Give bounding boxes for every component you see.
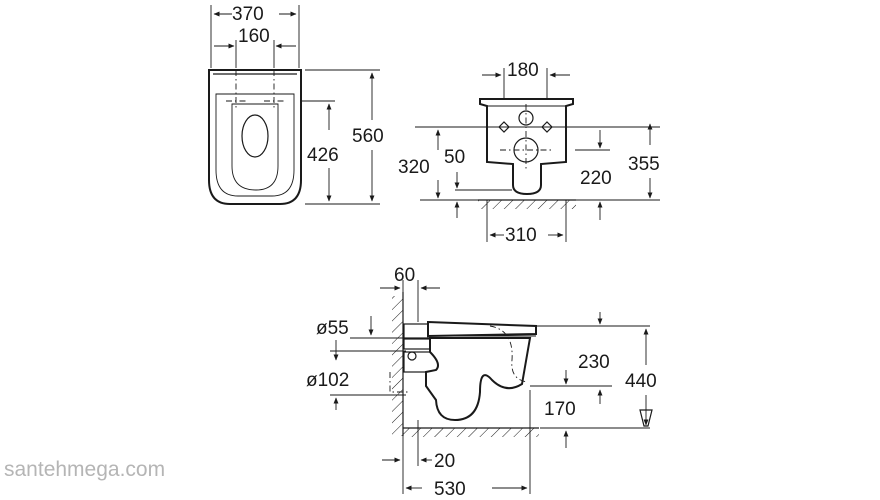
- bowl-side-outline: [425, 337, 532, 422]
- dim-wall-offset: 60: [380, 265, 440, 291]
- dim-base-width: 310: [489, 225, 564, 246]
- side-view: 60 ø55 ø102: [306, 265, 657, 500]
- dim-inlet-height: 230: [578, 312, 610, 373]
- bowl-top-outline: [208, 69, 302, 205]
- dim-width-fixing: 160: [214, 26, 296, 49]
- label-426: 426: [307, 145, 339, 166]
- label-440: 440: [625, 371, 657, 392]
- rear-view: 180 320 50: [398, 60, 660, 246]
- dim-fixing-spacing: 180: [482, 60, 570, 81]
- dim-length-fixing: 426: [307, 103, 339, 202]
- dim-fixing-height: 320: [398, 129, 441, 199]
- dim-width-overall: 370: [213, 4, 297, 25]
- label-180: 180: [507, 60, 539, 81]
- label-o55: ø55: [316, 318, 349, 339]
- bowl-rear-outline: [479, 98, 574, 196]
- dim-outlet-offset: 50: [444, 147, 465, 218]
- dim-overall-depth: 530: [405, 479, 528, 500]
- seat-lid: [427, 320, 537, 338]
- dim-overall-height: 355: [628, 123, 660, 199]
- label-560: 560: [352, 126, 384, 147]
- label-310: 310: [505, 225, 537, 246]
- dim-rim-height: 440: [625, 328, 657, 427]
- label-370: 370: [232, 4, 264, 25]
- wall-hatch: [392, 296, 403, 436]
- label-160: 160: [238, 26, 270, 47]
- label-220: 220: [580, 168, 612, 189]
- label-50: 50: [444, 147, 465, 168]
- label-o102: ø102: [306, 370, 349, 391]
- floor-hatch-rear: [478, 200, 576, 209]
- label-20: 20: [434, 451, 455, 472]
- dim-outlet-projection: 20: [382, 451, 455, 472]
- label-170: 170: [544, 399, 576, 420]
- label-60: 60: [394, 265, 415, 286]
- dim-outlet-height: 220: [580, 130, 612, 220]
- dim-outlet-diameter: ø102: [306, 340, 349, 410]
- dim-length-overall: 560: [352, 72, 384, 202]
- watermark: santehmega.com: [4, 458, 166, 481]
- dim-outlet-height-side: 170: [544, 370, 603, 448]
- floor-hatch-side: [403, 428, 539, 437]
- label-530: 530: [434, 479, 466, 500]
- top-view: 370 160 426 560: [208, 4, 384, 205]
- label-320: 320: [398, 157, 430, 178]
- label-230: 230: [578, 352, 610, 373]
- label-355: 355: [628, 154, 660, 175]
- dim-inlet-diameter: ø55: [316, 316, 374, 339]
